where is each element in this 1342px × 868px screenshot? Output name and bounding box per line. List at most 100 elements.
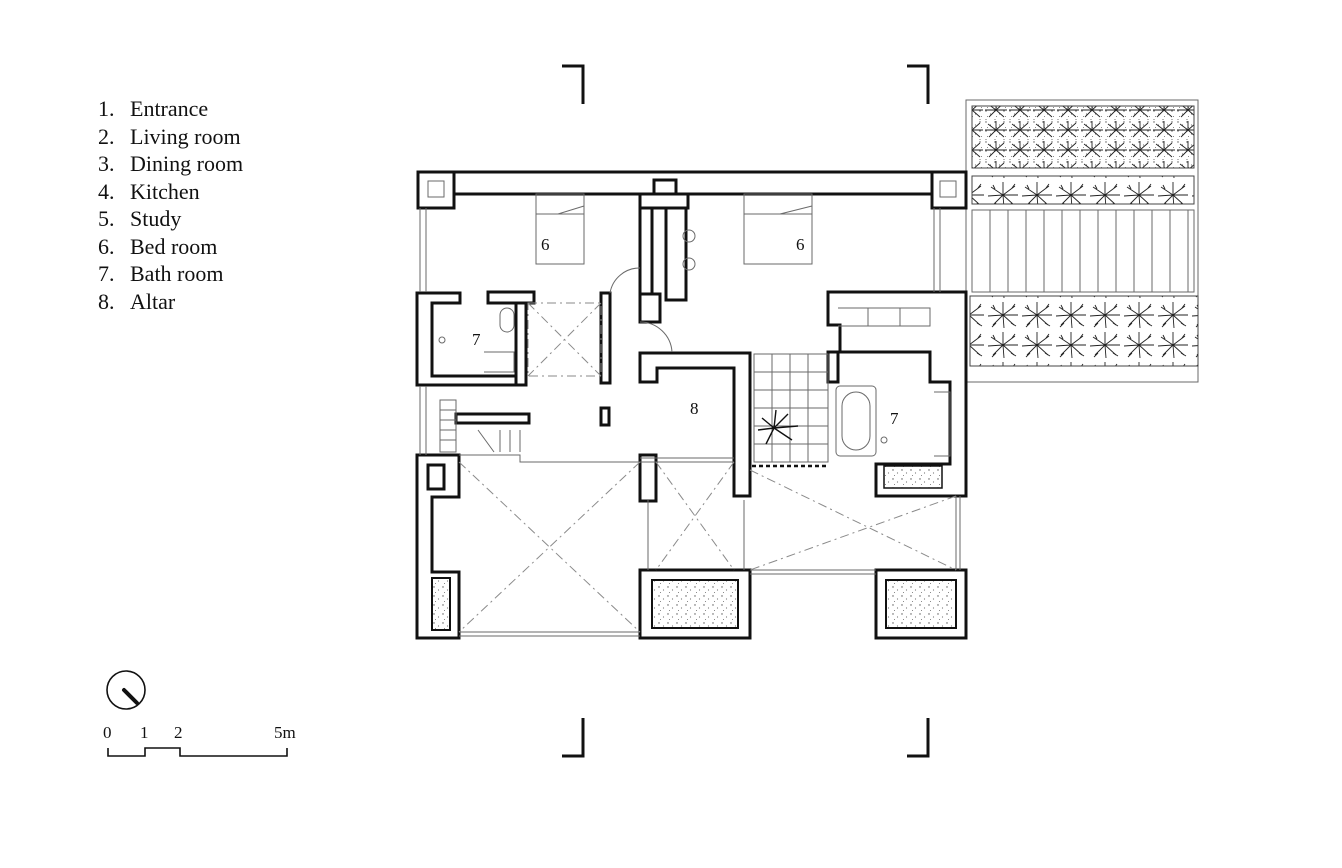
wall-bathroom-right-inner: [826, 350, 840, 384]
wall-right-upper: [930, 170, 968, 210]
legend-label: Dining room: [130, 151, 244, 176]
garden-planting-bottom: [969, 295, 1199, 367]
section-mark-top-right: [907, 64, 930, 104]
room-label-bedroom-right: 6: [796, 235, 805, 254]
scale-tick-1: 1: [140, 723, 149, 742]
legend-label: Study: [130, 206, 182, 231]
bath-right-vanity: [934, 391, 951, 457]
legend-label: Bath room: [130, 261, 224, 286]
wall-void-post: [599, 291, 612, 385]
wall-bedroom-partition-stub: [664, 206, 688, 302]
room-label-bathroom-right: 7: [890, 409, 899, 428]
legend-label: Living room: [130, 123, 241, 149]
legend-number: 8.: [98, 288, 115, 314]
north-arrow-icon: [106, 670, 146, 710]
garden-deck: [971, 209, 1195, 293]
scale-tick-5m: 5m: [274, 723, 296, 742]
void-bath-left-x: [527, 302, 602, 377]
scale-tick-2: 2: [174, 723, 183, 742]
legend-number: 5.: [98, 206, 115, 231]
room-labels: 6 6 7 8 7: [472, 235, 899, 428]
legend-item-living-room: 2. Living room: [98, 123, 243, 151]
legend-number: 6.: [98, 233, 115, 259]
section-mark-bottom-right: [907, 718, 930, 758]
garden: [965, 99, 1199, 383]
legend-label: Entrance: [130, 96, 209, 121]
railing-altar-top: [640, 457, 734, 463]
scale-bar: 0 1 2 5m: [103, 723, 296, 757]
window-left-mid: [419, 386, 427, 455]
legend-number: 1.: [98, 96, 115, 121]
railing-bottom-left: [459, 631, 640, 637]
walls: [415, 170, 968, 640]
drain-right: [880, 436, 888, 444]
garden-hedge: [971, 175, 1195, 205]
room-label-altar: 8: [690, 399, 699, 418]
legend-label: Kitchen: [130, 178, 200, 204]
legend-number: 7.: [98, 261, 115, 286]
courtyard-tree-icon: [757, 409, 799, 445]
void-right: [749, 469, 957, 571]
courtyard-tiles: [752, 353, 829, 468]
drain-left: [438, 336, 446, 344]
planter-bottom-middle: [651, 579, 739, 629]
column-top-right-inner: [939, 180, 957, 198]
legend-number: 3.: [98, 151, 115, 176]
scale-tick-0: 0: [103, 723, 112, 742]
wall-stair: [454, 412, 531, 425]
wall-left-upper: [416, 170, 456, 210]
section-mark-top-left: [562, 64, 585, 104]
legend-item-kitchen: 4. Kitchen: [98, 178, 243, 206]
legend-label: Altar: [130, 288, 176, 314]
column-bottom-left-upper: [426, 463, 446, 491]
wall-bedroom-partition-c: [638, 192, 690, 210]
legend-item-altar: 8. Altar: [98, 288, 243, 316]
bath-left-sink: [484, 351, 515, 373]
garden-planting-top: [971, 105, 1195, 169]
legend-label: Bed room: [130, 233, 218, 259]
room-legend: 1. Entrance 2. Living room 3. Dining room 4…: [98, 95, 243, 315]
bed-left: [535, 193, 585, 265]
wall-stair-post: [599, 406, 611, 427]
wall-bathroom-left-top-stub: [486, 290, 536, 305]
garden-boundary: [965, 99, 1199, 383]
void-middle: [655, 461, 735, 571]
door-swing-middle: [639, 321, 673, 353]
bed-right: [743, 193, 813, 265]
wall-top: [416, 170, 968, 196]
legend-number: 2.: [98, 123, 115, 149]
toilet-left: [499, 307, 515, 333]
wall-bathroom-right: [826, 290, 968, 498]
room-label-bedroom-left: 6: [541, 235, 550, 254]
bath-right-cabinets: [838, 307, 931, 327]
wall-bathroom-left-side: [514, 301, 528, 387]
thin-lines: [419, 208, 961, 637]
railing-bottom-middle: [647, 500, 745, 570]
legend-item-bed-room: 6. Bed room: [98, 233, 243, 261]
railing-bottom-right: [750, 569, 876, 575]
bedside-lamp-1: [682, 229, 696, 243]
planter-bath-right: [883, 465, 943, 489]
void-large-left: [458, 461, 641, 633]
column-top-left-inner: [427, 180, 445, 198]
furniture: [438, 193, 951, 468]
bedside-lamp-2: [682, 257, 696, 271]
wall-door-jamb: [638, 292, 662, 324]
window-right-upper: [933, 208, 941, 292]
section-markers: [562, 64, 930, 758]
planter-bottom-left: [431, 577, 451, 631]
stairs: [439, 399, 521, 453]
bathtub: [835, 385, 877, 457]
voids: [458, 302, 957, 633]
stair-edge: [459, 454, 640, 463]
legend-item-dining-room: 3. Dining room: [98, 150, 243, 178]
void-bath-left: [527, 302, 602, 377]
planter-bottom-right: [885, 579, 957, 629]
wall-altar: [638, 351, 752, 498]
legend-number: 4.: [98, 178, 115, 204]
room-label-bathroom-left: 7: [472, 330, 481, 349]
door-swing-left: [609, 267, 641, 294]
legend-item-entrance: 1. Entrance: [98, 95, 243, 123]
railing-right-edge: [955, 496, 961, 570]
